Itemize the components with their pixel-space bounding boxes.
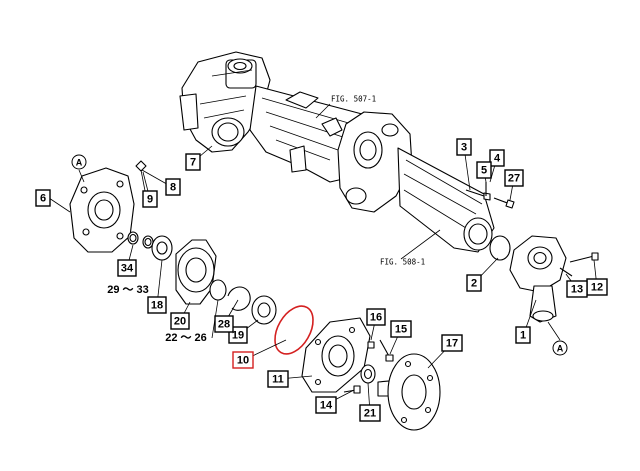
svg-text:7: 7 (190, 157, 196, 169)
fig-ref-508-1: FIG. 508-1 (380, 258, 425, 267)
callout-15: 15 (390, 320, 412, 338)
circle-labels: A A (71, 154, 568, 356)
svg-text:27: 27 (508, 173, 520, 185)
circle-label-a-left: A (76, 158, 83, 168)
part-1-right-gearcase (489, 235, 567, 323)
callout-12: 12 (586, 278, 608, 296)
callout-8: 8 (165, 178, 181, 196)
callout-6: 6 (35, 189, 51, 207)
callouts: 1 2 3 4 5 6 7 8 9 10 11 12 13 14 15 16 1… (35, 138, 608, 422)
callout-18: 18 (147, 296, 167, 314)
svg-text:20: 20 (174, 316, 186, 328)
label-22-26: 22 ～ 26 (165, 332, 207, 344)
bolts-upper-right (465, 182, 515, 209)
svg-text:16: 16 (370, 312, 382, 324)
circle-label-a-right: A (557, 344, 564, 354)
fig-ref-507-1: FIG. 507-1 (331, 95, 376, 104)
svg-text:6: 6 (40, 193, 46, 205)
callout-9: 9 (142, 190, 158, 208)
svg-text:1: 1 (520, 330, 526, 342)
shaft-parts (127, 160, 314, 355)
svg-text:9: 9 (147, 194, 153, 206)
callout-13: 13 (566, 280, 588, 298)
svg-text:3: 3 (461, 142, 467, 154)
callout-3: 3 (456, 138, 472, 156)
axle-housing (179, 51, 495, 253)
figure-references: FIG. 507-1 FIG. 508-1 (331, 95, 425, 267)
svg-text:18: 18 (151, 300, 163, 312)
callout-10: 10 (232, 351, 254, 369)
svg-text:11: 11 (272, 374, 284, 386)
callout-5: 5 (476, 161, 492, 179)
label-29-33: 29 ～ 33 (107, 284, 149, 296)
svg-text:4: 4 (494, 153, 501, 165)
callout-14: 14 (315, 396, 337, 414)
part-17-flange (360, 353, 441, 431)
callout-17: 17 (441, 334, 463, 352)
callout-20: 20 (170, 312, 190, 330)
svg-text:19: 19 (232, 330, 244, 342)
svg-text:2: 2 (471, 278, 477, 290)
svg-text:34: 34 (121, 263, 134, 275)
bolts-lower-right (559, 252, 599, 277)
callout-4: 4 (489, 149, 505, 167)
svg-text:28: 28 (218, 319, 230, 331)
part-10-oring-highlight (274, 305, 314, 355)
part-11-cover (301, 317, 371, 393)
callout-27: 27 (504, 169, 524, 187)
callout-11: 11 (267, 370, 289, 388)
svg-text:8: 8 (170, 182, 176, 194)
callout-7: 7 (185, 153, 201, 171)
svg-text:10: 10 (237, 355, 249, 367)
callout-2: 2 (466, 274, 482, 292)
callout-34: 34 (117, 259, 137, 277)
part-6-gearcase-cover (69, 167, 135, 253)
svg-text:5: 5 (481, 165, 487, 177)
svg-text:12: 12 (591, 282, 603, 294)
svg-text:13: 13 (571, 284, 583, 296)
callout-21: 21 (359, 404, 381, 422)
callout-1: 1 (515, 326, 531, 344)
callout-28: 28 (214, 315, 234, 333)
callout-16: 16 (366, 308, 386, 326)
svg-text:17: 17 (446, 338, 458, 350)
svg-text:14: 14 (320, 400, 333, 412)
svg-text:21: 21 (364, 408, 376, 420)
range-labels: 29 ～ 33 22 ～ 26 (107, 284, 207, 344)
svg-text:15: 15 (395, 324, 407, 336)
